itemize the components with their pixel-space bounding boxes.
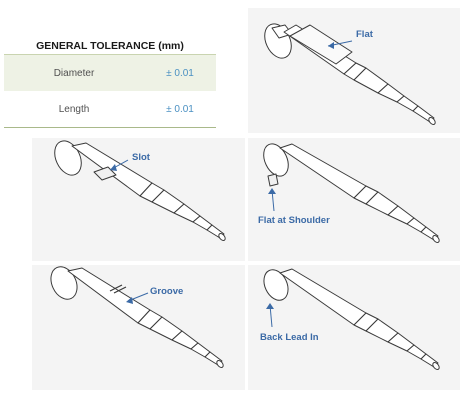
- table-row-length: Length ± 0.01: [4, 91, 216, 128]
- tolerance-table-title: GENERAL TOLERANCE (mm): [36, 40, 184, 52]
- length-tolerance: ± 0.01: [166, 103, 194, 115]
- pin-back-lead-in-drawing: [263, 268, 440, 370]
- panel-slot: Slot: [32, 138, 245, 261]
- length-label: Length: [58, 103, 90, 115]
- pin-slot-drawing: [54, 140, 226, 241]
- callout-slot: Slot: [132, 152, 150, 163]
- panel-groove: Groove: [32, 265, 245, 390]
- panel-back-lead-in: Back Lead In: [248, 265, 460, 390]
- tolerance-table: GENERAL TOLERANCE (mm) Diameter ± 0.01 L…: [4, 38, 216, 128]
- callout-flat-at-shoulder: Flat at Shoulder: [258, 215, 330, 226]
- pin-groove-drawing: [50, 266, 224, 368]
- panel-flat: Flat: [248, 8, 460, 133]
- diameter-label: Diameter: [53, 67, 95, 79]
- diameter-tolerance: ± 0.01: [166, 67, 194, 79]
- table-row-diameter: Diameter ± 0.01: [4, 54, 216, 91]
- pin-flat-drawing: [264, 23, 436, 125]
- callout-groove: Groove: [150, 286, 184, 297]
- callout-back-lead-in: Back Lead In: [260, 332, 319, 343]
- pin-flat-shoulder-drawing: [263, 143, 440, 243]
- callout-flat: Flat: [356, 29, 373, 40]
- panel-flat-at-shoulder: Flat at Shoulder: [248, 138, 460, 261]
